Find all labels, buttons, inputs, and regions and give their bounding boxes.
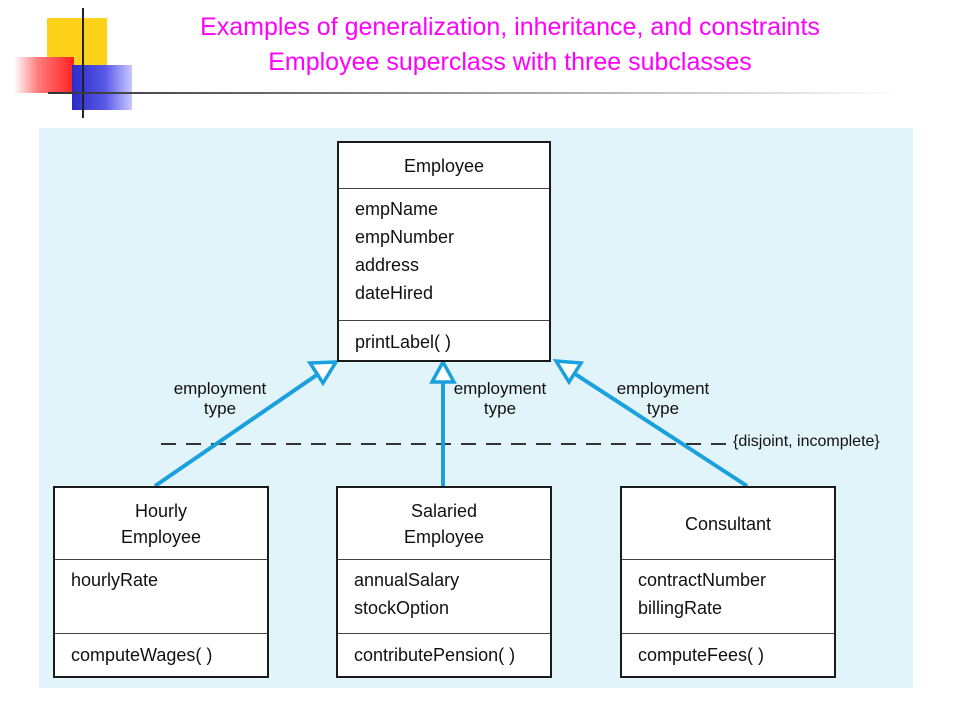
class-consultant: Consultant contractNumber billingRate co… — [620, 486, 836, 678]
generalization-arrowhead-salaried — [429, 358, 457, 384]
operation: computeWages( ) — [71, 645, 213, 665]
class-attributes: annualSalary stockOption — [338, 560, 550, 634]
attribute: hourlyRate — [71, 570, 159, 590]
class-name-line: Salaried — [410, 500, 478, 521]
class-hourly-employee: Hourly Employee hourlyRate computeWages(… — [53, 486, 269, 678]
generalization-line-consultant — [567, 368, 749, 488]
attribute: contractNumber — [638, 570, 767, 590]
discriminator-label-line: employment — [453, 379, 547, 398]
class-operations: printLabel( ) — [339, 321, 549, 356]
class-name: Employee — [339, 143, 549, 189]
discriminator-label-hourly: employment type — [165, 379, 275, 419]
discriminator-label-line: type — [483, 399, 517, 418]
class-name-line: Employee — [403, 526, 485, 547]
operation: contributePension( ) — [354, 645, 516, 665]
slide-subtitle: Employee superclass with three subclasse… — [268, 48, 752, 76]
attribute: annualSalary — [354, 570, 460, 590]
generalization-arrowhead-consultant — [552, 358, 585, 386]
discriminator-label-line: type — [646, 399, 680, 418]
constraint-label: {disjoint, incomplete} — [733, 433, 880, 450]
discriminator-label-line: employment — [173, 379, 267, 398]
class-salaried-employee: Salaried Employee annualSalary stockOpti… — [336, 486, 552, 678]
decorative-vertical-rule — [82, 8, 84, 118]
attribute: stockOption — [354, 598, 450, 618]
class-operations: computeFees( ) — [622, 634, 834, 669]
attribute: empName — [355, 199, 439, 219]
attribute: empNumber — [355, 227, 455, 247]
generalization-arrowhead-hourly — [306, 360, 340, 387]
generalization-line-hourly — [153, 368, 326, 488]
class-attributes: empName empNumber address dateHired — [339, 189, 549, 321]
attribute: billingRate — [638, 598, 723, 618]
discriminator-label-line: type — [203, 399, 237, 418]
class-name: Salaried Employee — [338, 488, 550, 560]
diagram-connectors — [153, 358, 749, 488]
slide-title: Examples of generalization, inheritance,… — [200, 13, 820, 41]
class-name-line: Hourly — [134, 500, 187, 521]
class-attributes: hourlyRate — [55, 560, 267, 634]
discriminator-label-salaried: employment type — [445, 379, 555, 419]
class-name: Hourly Employee — [55, 488, 267, 560]
decorative-red-square — [14, 57, 74, 93]
attribute: dateHired — [355, 283, 434, 303]
attribute: address — [355, 255, 420, 275]
class-employee: Employee empName empNumber address dateH… — [337, 141, 551, 362]
operation: computeFees( ) — [638, 645, 765, 665]
class-operations: contributePension( ) — [338, 634, 550, 669]
operation: printLabel( ) — [355, 332, 452, 352]
class-name-line: Consultant — [684, 513, 772, 534]
class-attributes: contractNumber billingRate — [622, 560, 834, 634]
class-operations: computeWages( ) — [55, 634, 267, 669]
class-name: Consultant — [622, 488, 834, 560]
class-name-line: Employee — [120, 526, 202, 547]
uml-class-diagram: Employee empName empNumber address dateH… — [39, 128, 913, 688]
discriminator-label-line: employment — [616, 379, 710, 398]
discriminator-label-consultant: employment type — [608, 379, 718, 419]
decorative-horizontal-rule — [48, 92, 900, 94]
